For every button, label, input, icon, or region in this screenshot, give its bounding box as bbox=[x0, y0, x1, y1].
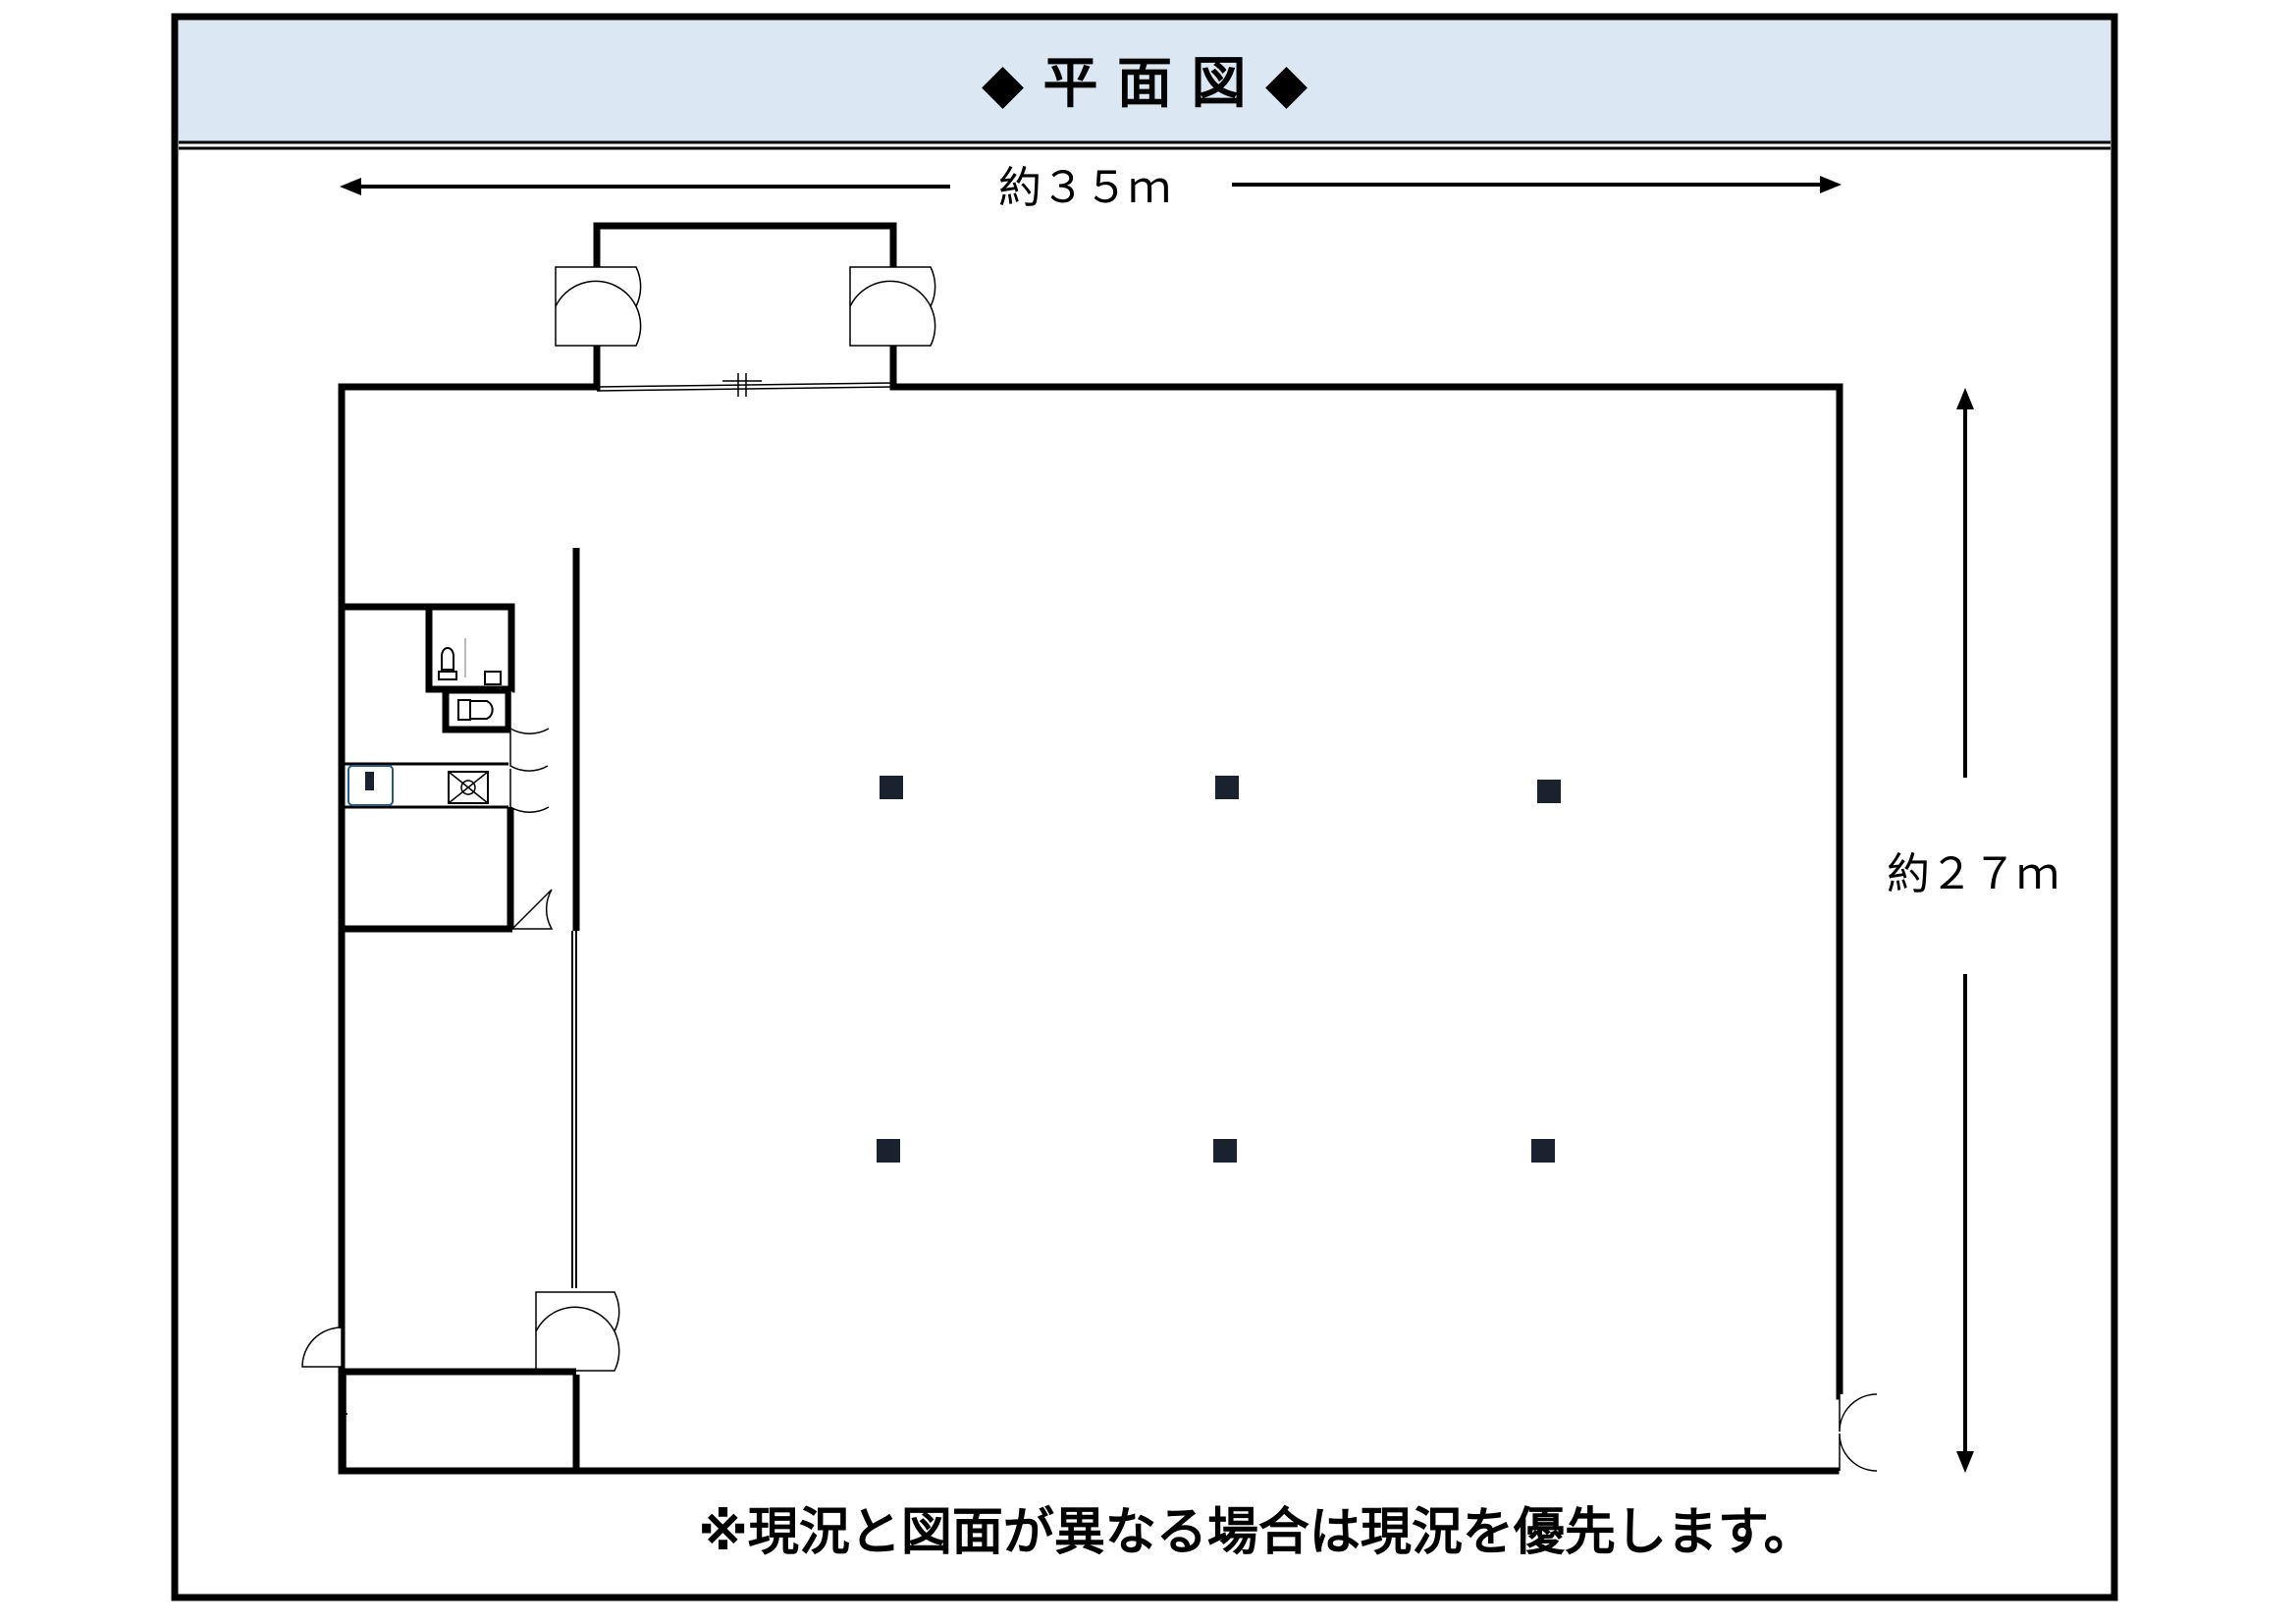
corridor-door-2 bbox=[509, 769, 550, 813]
double-door-right bbox=[849, 266, 936, 347]
urinal-icon bbox=[441, 647, 454, 671]
kitchenette bbox=[347, 765, 489, 806]
title-bar: ◆ 平 面 図 ◆ bbox=[179, 21, 2110, 150]
column bbox=[877, 1139, 900, 1163]
footer-note: ※現況と図面が異なる場合は現況を優先します。 bbox=[698, 1503, 1814, 1562]
single-doors bbox=[301, 690, 1878, 1472]
sink-icon bbox=[484, 671, 502, 685]
width-dimension: 約３５ｍ bbox=[340, 163, 1842, 213]
toilet-door bbox=[509, 690, 550, 734]
entrance-vestibule bbox=[596, 373, 894, 397]
title-bar-background bbox=[179, 21, 2110, 142]
width-dimension-label: 約３５ｍ bbox=[998, 163, 1171, 213]
corridor-door-1 bbox=[509, 729, 549, 772]
interior-walls bbox=[342, 548, 580, 1471]
rear-door-lower bbox=[1839, 1433, 1878, 1472]
stove-icon bbox=[448, 771, 489, 804]
height-dimension: 約２７ｍ bbox=[1887, 388, 2059, 1473]
column bbox=[1537, 780, 1561, 803]
toilet-room bbox=[425, 603, 515, 733]
page-title: ◆ 平 面 図 ◆ bbox=[982, 52, 1308, 116]
structural-columns bbox=[877, 776, 1561, 1163]
sink-icon bbox=[347, 765, 394, 806]
column bbox=[1531, 1139, 1555, 1163]
column bbox=[880, 776, 903, 799]
side-exit-door bbox=[301, 1326, 343, 1368]
double-door-lower bbox=[535, 1291, 620, 1372]
double-door-left bbox=[555, 266, 642, 347]
height-dimension-label: 約２７ｍ bbox=[1887, 849, 2059, 899]
rear-door-upper bbox=[1839, 1393, 1878, 1433]
column bbox=[1215, 776, 1239, 799]
building-walls bbox=[338, 222, 1843, 1475]
outer-frame bbox=[171, 13, 2118, 1601]
storage-door bbox=[510, 889, 554, 930]
column bbox=[1213, 1139, 1237, 1163]
